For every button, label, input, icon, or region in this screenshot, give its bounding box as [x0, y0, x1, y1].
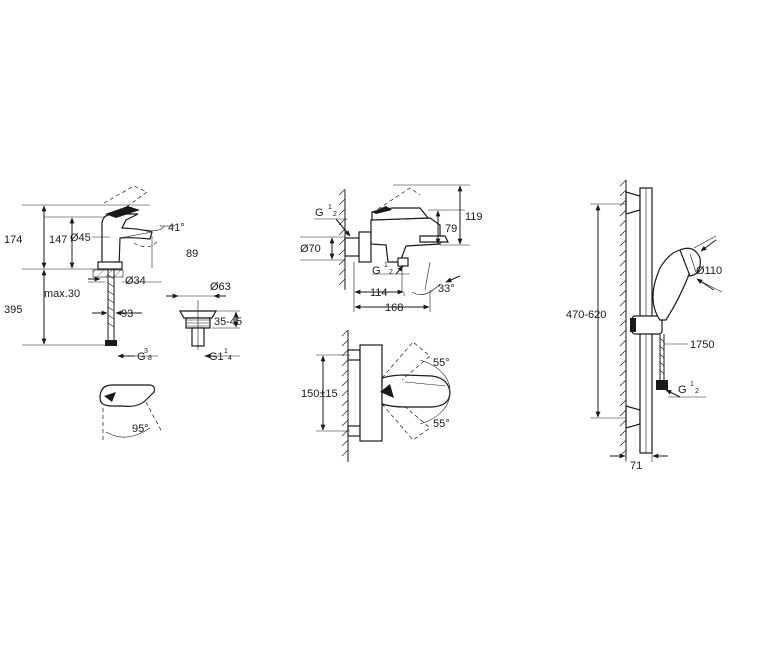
thread-den-bath-bottom: 2 [389, 269, 393, 276]
dim-79: 79 [445, 223, 457, 235]
dim-119: 119 [465, 211, 483, 223]
dim-174: 174 [4, 234, 22, 246]
thread-den-waste: 4 [228, 355, 232, 362]
dim-angle-95: 95° [132, 423, 149, 435]
dim-diameter-110: Ø110 [696, 265, 722, 277]
thread-den-shower: 2 [695, 388, 699, 395]
thread-num-bath-bottom: 1 [384, 262, 388, 269]
thread-num-bath-top: 1 [328, 204, 332, 211]
dim-35-45: 35-45 [214, 316, 242, 328]
dim-150-15: 150±15 [301, 388, 338, 400]
dim-diameter-waste: Ø63 [210, 281, 231, 293]
dim-71: 71 [630, 460, 642, 472]
thread-g-shower: G [678, 384, 687, 396]
thread-num-waste: 1 [224, 348, 228, 355]
bath-mixer-side-view: 119 79 Ø70 G 1 2 G 1 2 33° 114 168 [300, 184, 483, 314]
lever-top-view: 95° [99, 384, 163, 440]
dim-1750: 1750 [690, 339, 714, 351]
dim-angle-33: 33° [438, 283, 455, 295]
thread-num-shower: 1 [690, 381, 694, 388]
dim-93: 93 [121, 308, 133, 320]
dim-147: 147 [49, 234, 67, 246]
thread-g-waste: G1 [209, 351, 224, 363]
dim-168: 168 [385, 302, 403, 314]
thread-den-bath-top: 2 [333, 211, 337, 218]
thread-g-basin: G [137, 351, 146, 363]
bath-mixer-front-view: 55° 55° 150±15 [301, 329, 451, 462]
dim-angle-55-top: 55° [433, 357, 450, 369]
dim-470-620: 470-620 [566, 309, 606, 321]
dim-diameter-spout: Ø45 [70, 232, 91, 244]
dim-diameter-70: Ø70 [300, 243, 321, 255]
dim-diameter-base: Ø34 [125, 275, 146, 287]
thread-num-basin: 3 [144, 348, 148, 355]
basin-mixer-side-view: 174 147 395 Ø45 41° 89 Ø34 [4, 185, 198, 363]
waste-fitting-view: Ø63 35-45 G1 1 4 [166, 281, 242, 363]
shower-rail-view: 470-620 Ø110 1750 G 1 2 71 [566, 179, 723, 472]
dim-angle-55-bottom: 55° [433, 418, 450, 430]
dim-angle-lever: 41° [168, 222, 185, 234]
dim-89: 89 [186, 248, 198, 260]
dim-max-30: max.30 [44, 288, 80, 300]
thread-g-bath-top: G [315, 207, 324, 219]
thread-den-basin: 8 [148, 355, 152, 362]
thread-g-bath-bottom: G [372, 265, 381, 277]
dim-395: 395 [4, 304, 22, 316]
dim-114: 114 [370, 287, 388, 299]
